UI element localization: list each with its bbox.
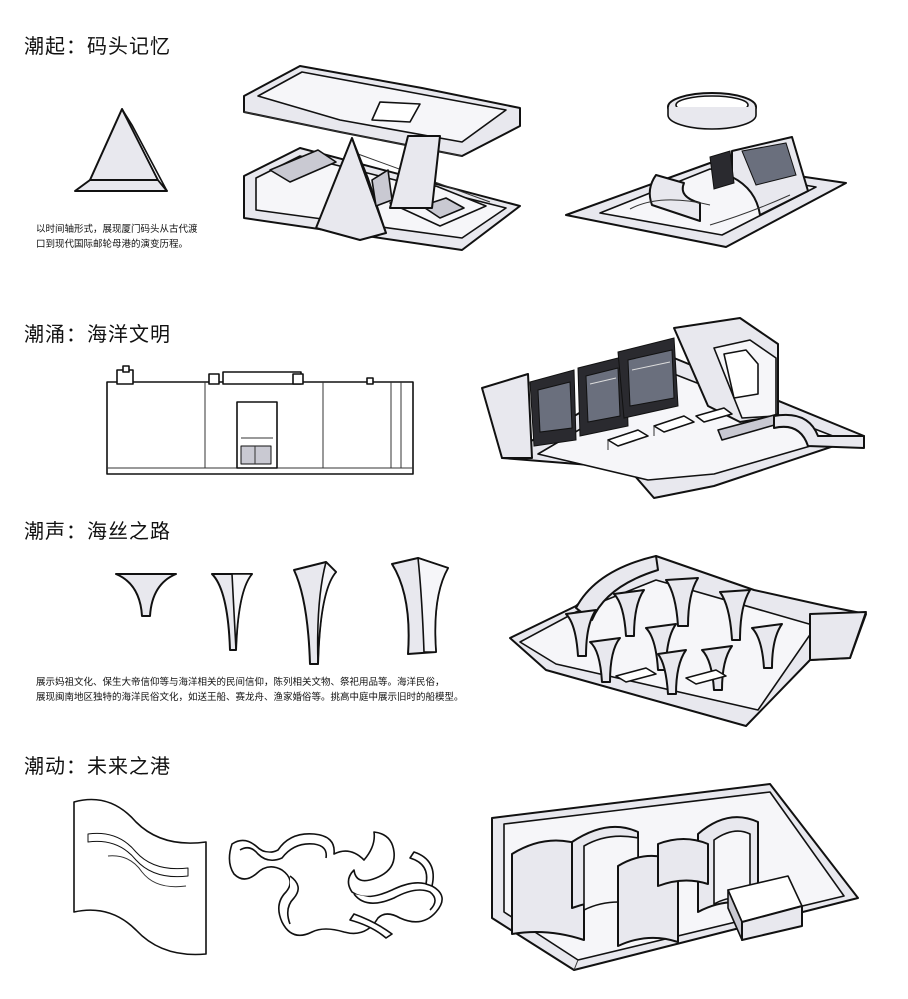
column-form-4: [391, 557, 449, 655]
section-1-description: 以时间轴形式，展现厦门码头从古代渡 口到现代国际邮轮母港的演变历程。: [36, 222, 198, 252]
column-form-3: [293, 561, 337, 665]
description-line: 以时间轴形式，展现厦门码头从古代渡: [36, 224, 198, 235]
dock-memory-plan-model: [565, 92, 847, 248]
section-title-3: 潮声：海丝之路: [24, 519, 171, 543]
section-title-2: 潮涌：海洋文明: [24, 322, 171, 346]
column-form-2: [211, 573, 253, 651]
description-line: 展现闽南地区独特的海洋民俗文化，如送王船、赛龙舟、渔家婚俗等。挑高中庭中展示旧时…: [36, 692, 464, 703]
maritime-silk-road-model: [509, 555, 867, 727]
section-title-4: 潮动：未来之港: [24, 754, 171, 778]
description-line: 展示妈祖文化、保生大帝信仰等与海洋相关的民间信仰，陈列相关文物、祭祀用品等。海洋…: [36, 677, 445, 688]
future-port-model: [491, 783, 859, 971]
section-title-1: 潮起：码头记忆: [24, 34, 171, 58]
ocean-civilization-interior-model: [481, 317, 865, 499]
ocean-civilization-elevation: [106, 365, 414, 475]
section-3-description: 展示妈祖文化、保生大帝信仰等与海洋相关的民间信仰，陈列相关文物、祭祀用品等。海洋…: [36, 675, 464, 705]
column-form-1: [115, 573, 177, 617]
sail-shape-figure: [74, 108, 168, 192]
description-line: 口到现代国际邮轮母港的演变历程。: [36, 239, 189, 250]
dock-memory-exploded-model: [243, 65, 521, 251]
wave-wall-plan: [228, 831, 443, 939]
wave-wall-elevation: [73, 798, 207, 956]
